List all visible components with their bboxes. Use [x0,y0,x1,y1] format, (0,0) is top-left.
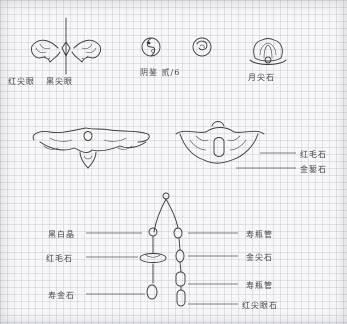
shell-fan-ornament-sketch [250,39,286,65]
label-red-hair-stone: 红毛石 [300,149,327,160]
label-chain-longevity-gold: 寿金石 [48,290,75,301]
ornate-lotus-piece-right-sketch [176,122,264,164]
crescent-disc-sketch [193,38,211,56]
label-chain-vase-tube-2: 寿瓶管 [246,280,273,291]
label-yin-mirror: 阴鉴 贰/6 [140,67,180,78]
label-moon-stone: 月尖石 [248,72,275,83]
ornate-crown-piece-left-sketch [33,128,149,168]
label-black-eye: 黑尖眼 [46,76,73,87]
label-red-eye: 红尖眼 [8,76,35,87]
label-chain-black-white-crystal: 黑白晶 [48,229,75,240]
label-chain-vase-tube-1: 寿瓶管 [246,229,273,240]
yin-yang-disc-sketch [142,38,160,56]
label-chain-red-eye-stone: 红尖眼石 [242,300,278,311]
label-gold-stone: 金錾石 [300,164,327,175]
label-chain-red-hair-stone: 红毛石 [46,253,73,264]
bead-chain-sketch [140,193,185,306]
bat-wing-ornament-sketch [31,18,100,74]
label-chain-gold-tip-stone: 金尖石 [246,252,273,263]
